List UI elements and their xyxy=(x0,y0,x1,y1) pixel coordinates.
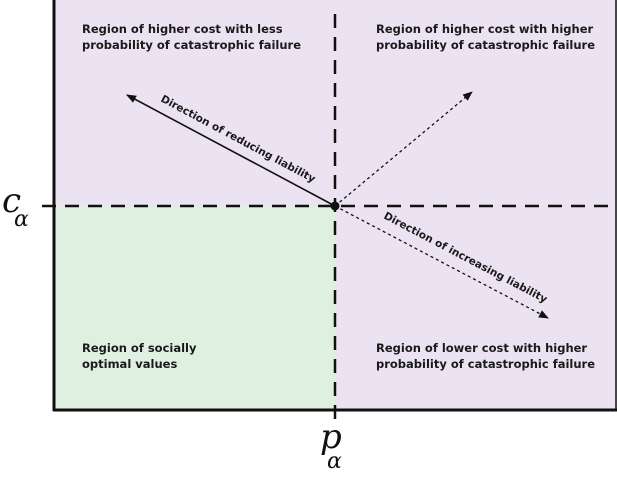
region-background-bottom-right xyxy=(335,206,617,410)
cost-threshold-subscript: α xyxy=(14,207,29,232)
cost-threshold-symbol: c xyxy=(2,181,21,221)
probability-threshold-symbol: p xyxy=(320,417,342,457)
region-label-bottom-left: Region of socially optimal values xyxy=(82,341,201,371)
region-label-top-right: Region of higher cost with higher probab… xyxy=(376,22,597,52)
socially-optimal-region xyxy=(55,206,335,410)
region-label-top-left: Region of higher cost with less probabil… xyxy=(82,22,301,52)
increasing-liability-arrow xyxy=(334,205,549,319)
region-background-top xyxy=(55,0,617,206)
probability-threshold-subscript: α xyxy=(327,449,342,474)
threshold-point xyxy=(330,201,340,211)
region-label-bottom-right: Region of lower cost with higher probabi… xyxy=(376,341,595,371)
reducing-liability-arrow xyxy=(126,94,336,207)
